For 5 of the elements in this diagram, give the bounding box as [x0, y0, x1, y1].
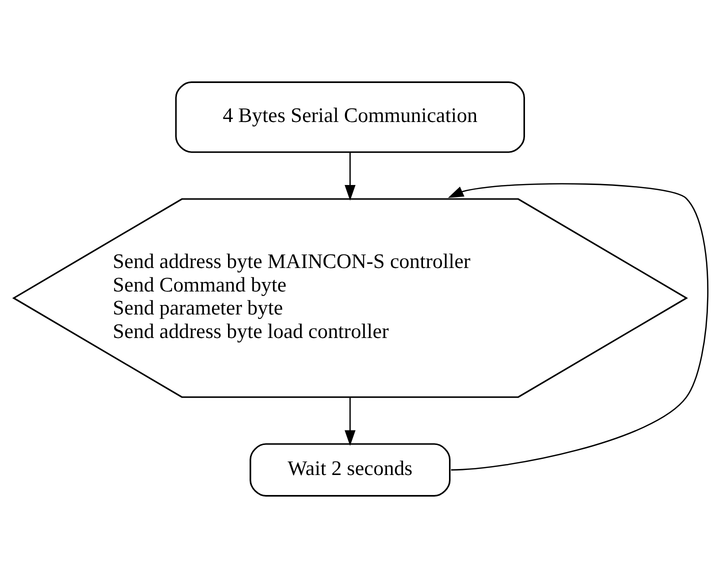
arrow — [448, 183, 708, 471]
arrow — [344, 397, 356, 446]
arrow — [344, 152, 356, 201]
node-box: Wait 2 seconds — [250, 443, 451, 497]
node-box: 4 Bytes Serial Communication — [175, 81, 525, 153]
